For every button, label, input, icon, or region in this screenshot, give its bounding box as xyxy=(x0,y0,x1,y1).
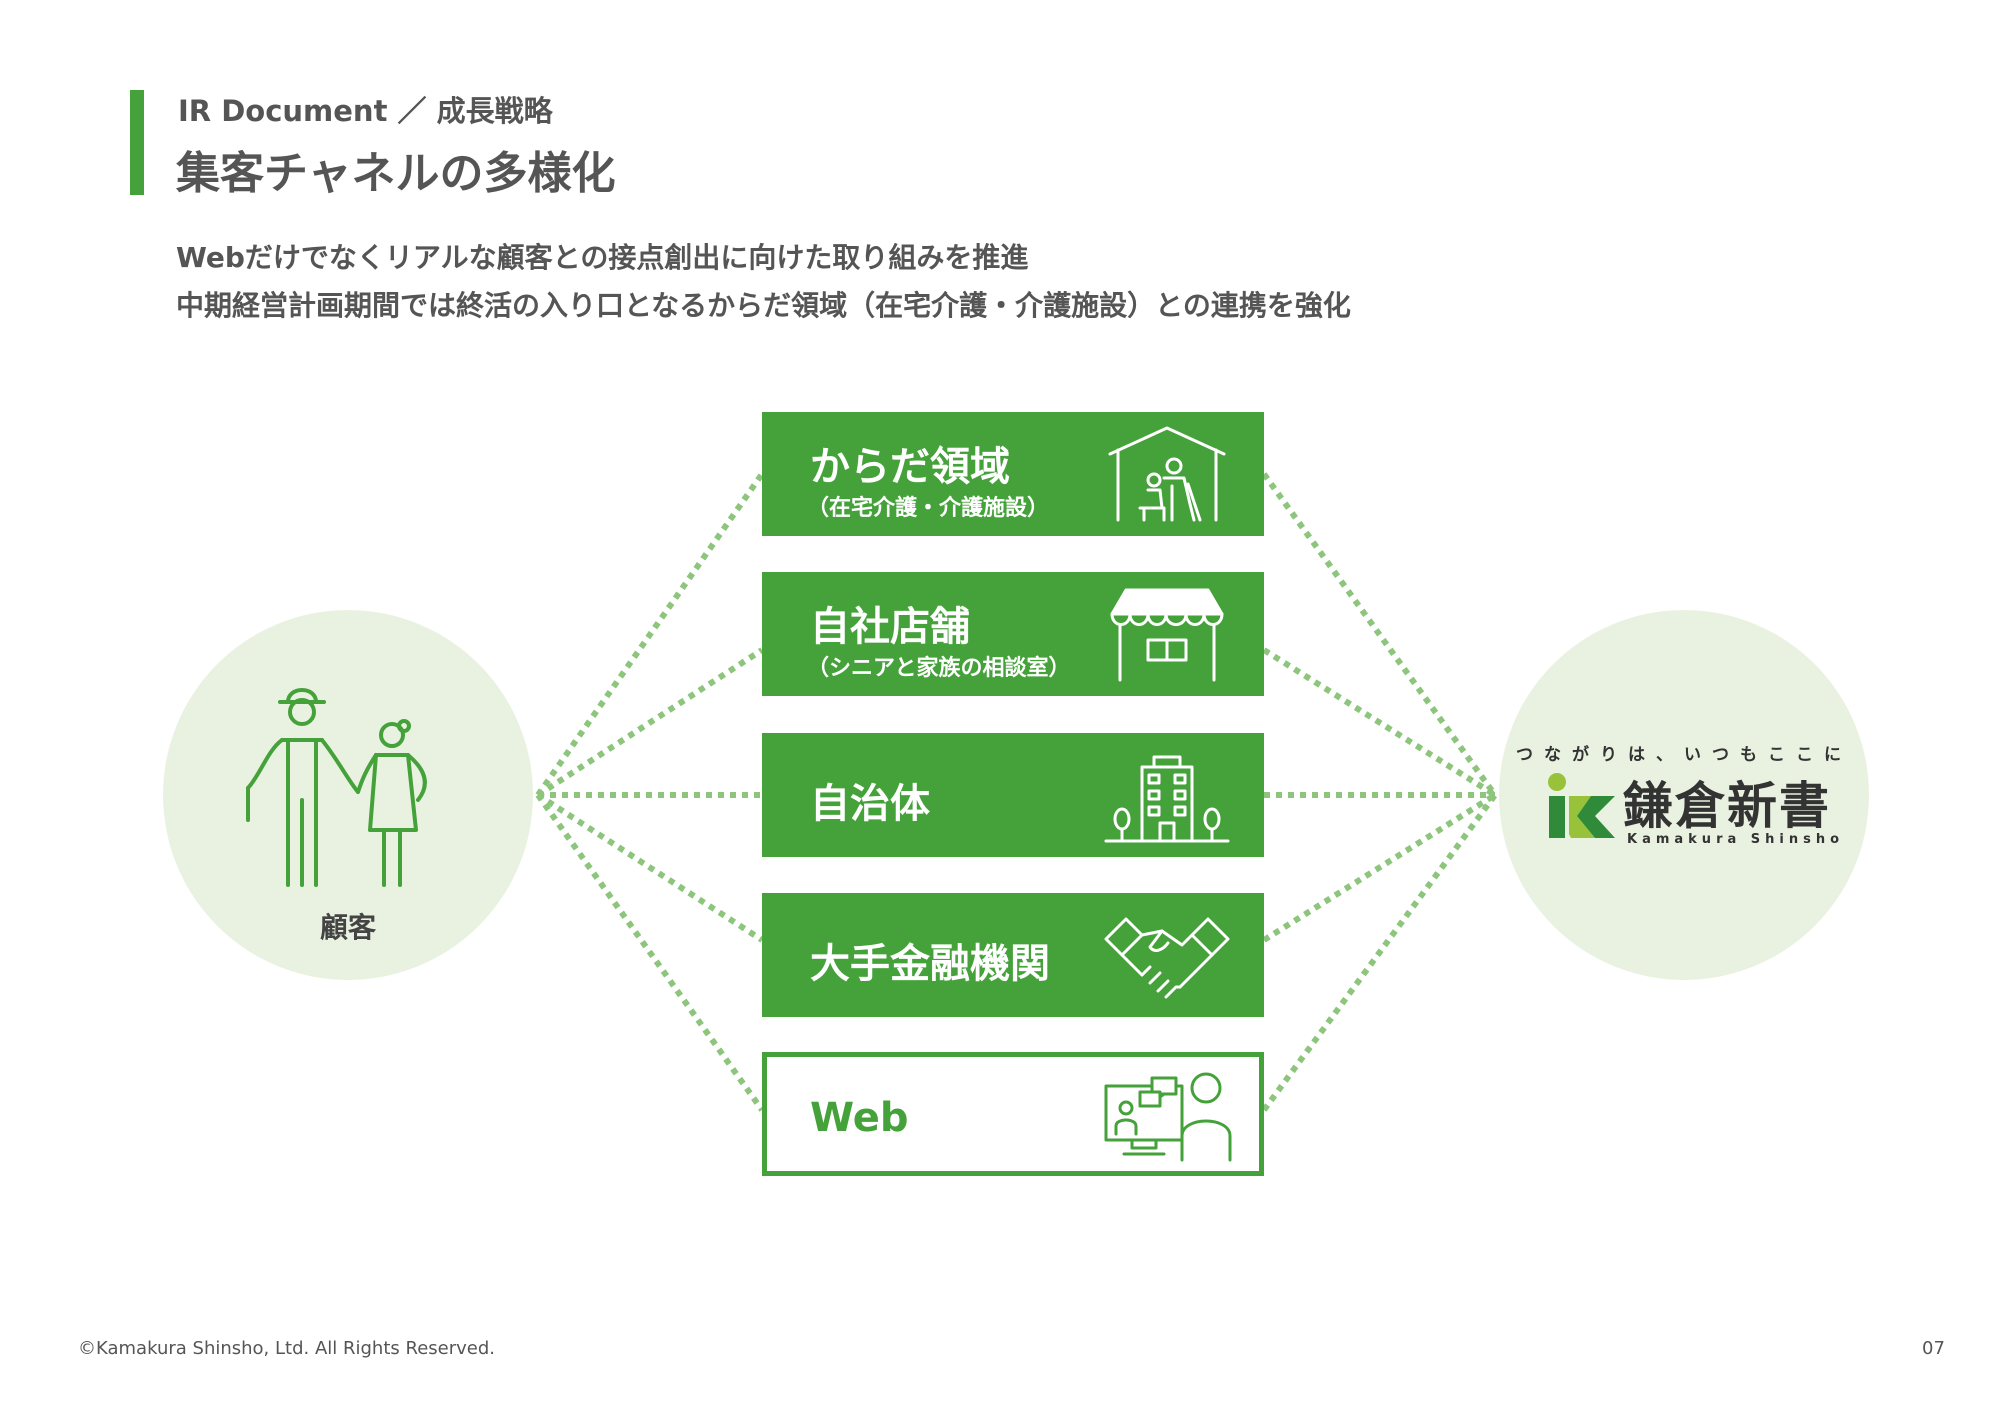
channel-title: 大手金融機関 xyxy=(810,941,1050,987)
online-consultation-icon xyxy=(1104,1072,1232,1162)
connector-right-4 xyxy=(1262,792,1497,943)
channel-municipality: 自治体 xyxy=(762,733,1264,857)
header-accent-bar xyxy=(130,90,144,195)
page-title: 集客チャネルの多様化 xyxy=(176,148,616,199)
connector-left-5 xyxy=(535,793,765,1112)
channel-web: Web xyxy=(762,1052,1264,1176)
connector-right-1 xyxy=(1261,472,1498,797)
channel-financial: 大手金融機関 xyxy=(762,893,1264,1017)
connector-right-2 xyxy=(1262,647,1497,798)
company-logo-mark-icon xyxy=(1548,773,1615,838)
company-tagline: つながりは、いつもここに xyxy=(1516,745,1852,765)
company-name-roman: Kamakura Shinsho xyxy=(1627,832,1845,847)
customer-circle: 顧客 xyxy=(163,610,533,980)
channel-title: Web xyxy=(810,1095,909,1141)
handshake-icon xyxy=(1104,917,1230,999)
page-number: 07 xyxy=(1922,1338,1945,1359)
connector-left-2 xyxy=(536,647,764,798)
lead-line-2: 中期経営計画期間では終活の入り口となるからだ領域（在宅介護・介護施設）との連携を… xyxy=(176,289,1351,322)
storefront-icon xyxy=(1110,588,1224,682)
channel-title: 自社店舗 xyxy=(810,604,970,650)
channel-karada: からだ領域 （在宅介護・介護施設） xyxy=(762,412,1264,536)
channel-subtitle: （在宅介護・介護施設） xyxy=(807,496,1050,521)
elderly-couple-icon xyxy=(246,688,427,887)
channel-store: 自社店舗 （シニアと家族の相談室） xyxy=(762,572,1264,696)
breadcrumb: IR Document ／ 成長戦略 xyxy=(178,94,553,128)
connector-right-5 xyxy=(1261,793,1498,1112)
customer-label: 顧客 xyxy=(319,911,376,944)
connector-left-4 xyxy=(536,792,764,943)
company-name: 鎌倉新書 xyxy=(1623,777,1831,835)
channel-title: 自治体 xyxy=(810,781,930,827)
channel-subtitle: （シニアと家族の相談室） xyxy=(807,656,1071,681)
care-home-icon xyxy=(1108,426,1226,522)
company-circle: つながりは、いつもここに 鎌倉新書 Kamakura Shinsho xyxy=(1499,610,1869,980)
channel-title: からだ領域 xyxy=(810,444,1010,490)
footer-copyright: ©Kamakura Shinsho, Ltd. All Rights Reser… xyxy=(78,1338,495,1359)
municipal-building-icon xyxy=(1104,755,1230,843)
lead-line-1: Webだけでなくリアルな顧客との接点創出に向けた取り組みを推進 xyxy=(176,241,1029,274)
connector-left-1 xyxy=(535,472,765,797)
